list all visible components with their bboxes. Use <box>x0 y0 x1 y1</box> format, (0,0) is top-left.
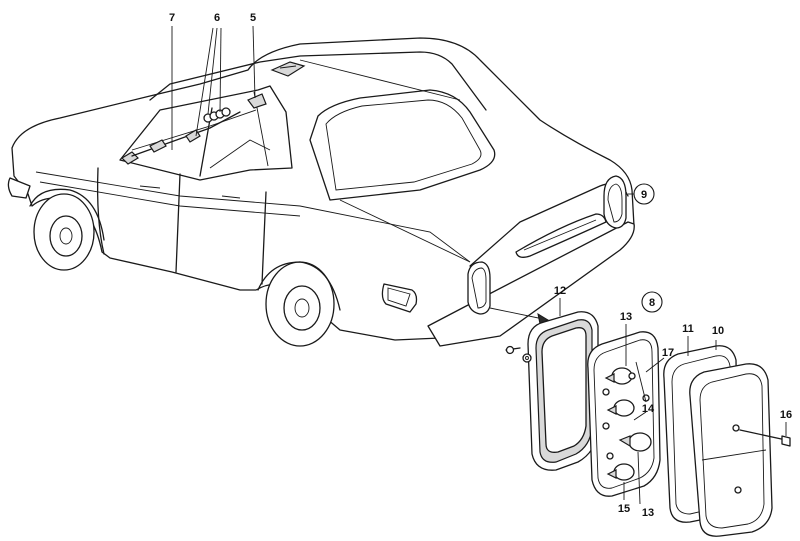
callout-labels: 7 6 5 9 8 12 13 17 11 10 14 16 15 13 <box>169 12 792 519</box>
bulb-top <box>604 367 636 385</box>
bulb-bottom <box>606 463 635 481</box>
callout-13-top: 13 <box>620 311 632 323</box>
bulb-holder-plate <box>587 331 661 497</box>
callout-9-circle <box>633 183 655 205</box>
callout-7: 7 <box>169 12 175 24</box>
screw-16 <box>739 429 791 447</box>
screw-set <box>505 345 532 363</box>
callout-14: 14 <box>642 403 655 415</box>
callout-8: 8 <box>649 297 655 309</box>
car-leader-lines <box>171 25 636 195</box>
lamp-leader-lines <box>559 298 787 505</box>
callout-15: 15 <box>618 503 630 515</box>
gasket-12 <box>527 311 599 471</box>
callout-9: 9 <box>641 189 647 201</box>
callout-16: 16 <box>780 409 792 421</box>
callout-8-circle <box>641 291 663 313</box>
lens-10 <box>689 363 773 537</box>
callout-17: 17 <box>662 347 674 359</box>
callout-6: 6 <box>214 12 220 24</box>
bulb-mid <box>606 399 635 417</box>
callout-13-bottom: 13 <box>642 507 654 519</box>
callout-11: 11 <box>682 323 694 335</box>
car-body <box>7 37 635 347</box>
callout-12: 12 <box>554 285 566 297</box>
bulb-low <box>618 432 652 452</box>
callout-10: 10 <box>712 325 724 337</box>
callout-5: 5 <box>250 12 256 24</box>
